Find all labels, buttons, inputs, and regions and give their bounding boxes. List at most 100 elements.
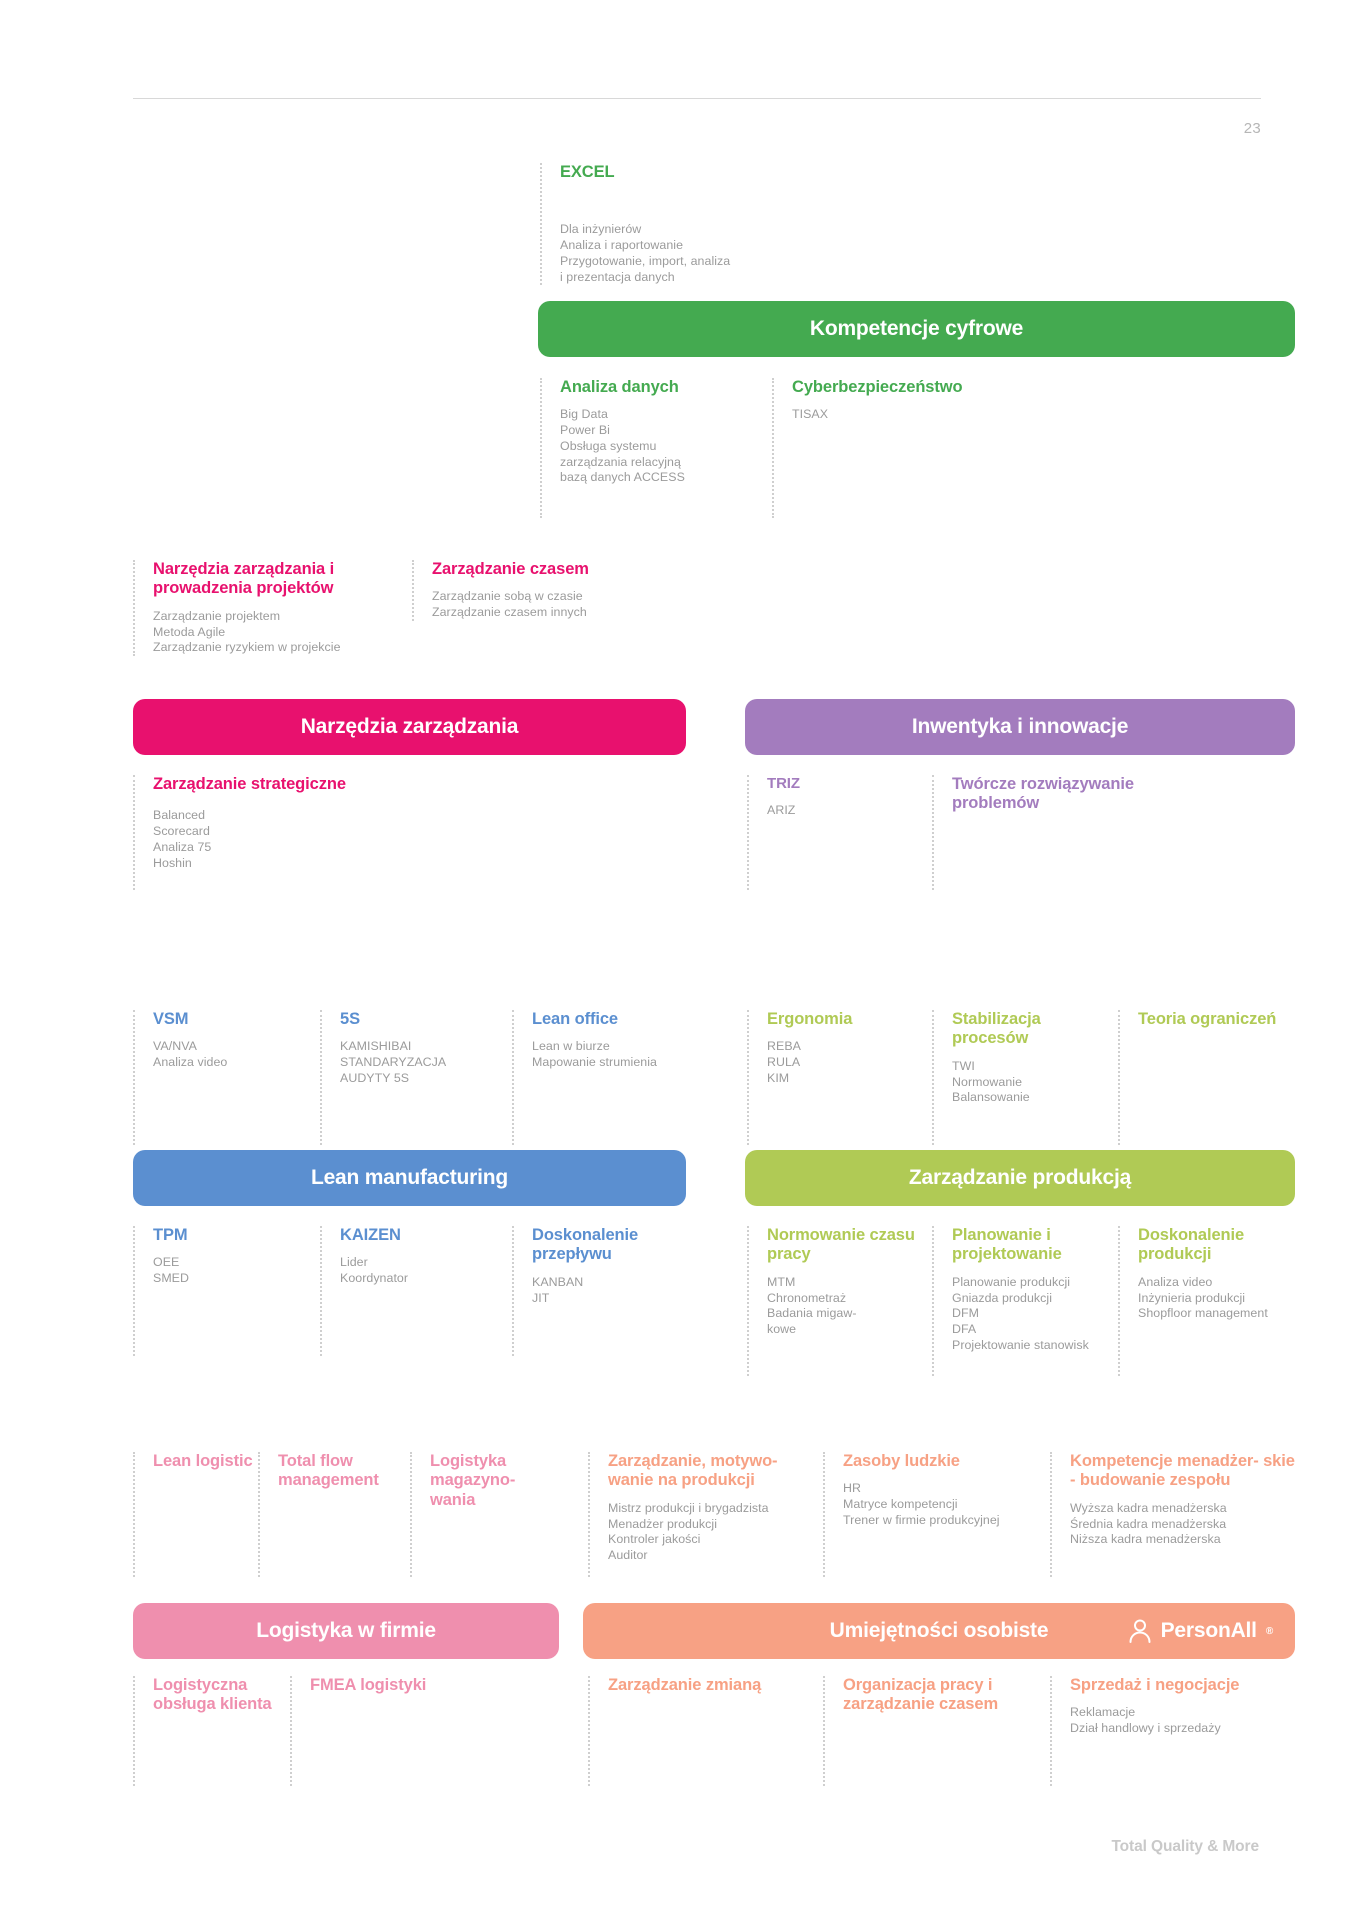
column-total-flow-management: Total flow management bbox=[258, 1452, 403, 1577]
column-title: Zarządzanie czasem bbox=[432, 560, 589, 578]
list-item: Projektowanie stanowisk bbox=[952, 1337, 1089, 1352]
column-title: Total flow management bbox=[278, 1452, 379, 1490]
list-item: Hoshin bbox=[153, 855, 192, 870]
bar-lean-manufacturing[interactable]: Lean manufacturing bbox=[133, 1150, 686, 1206]
list-item: REBA bbox=[767, 1039, 801, 1054]
list-item: Inżynieria produkcji bbox=[1138, 1290, 1246, 1305]
column-items: ARIZ bbox=[767, 803, 927, 819]
column-title: Analiza danych bbox=[560, 378, 679, 396]
list-item: Koordynator bbox=[340, 1271, 409, 1286]
header-rule bbox=[133, 98, 1261, 99]
column-items: Lean w biurze Mapowanie strumienia bbox=[532, 1039, 697, 1071]
column-zarzadzanie-czasem: Zarządzanie czasem Zarządzanie sobą w cz… bbox=[412, 560, 662, 621]
bar-inwentyka-i-innowacje[interactable]: Inwentyka i innowacje bbox=[745, 699, 1295, 755]
list-item: Normowanie bbox=[952, 1074, 1023, 1089]
list-item: SMED bbox=[153, 1271, 189, 1286]
column-items: Big Data Power Bi Obsługa systemu zarząd… bbox=[560, 407, 770, 486]
bar-label: Logistyka w firmie bbox=[256, 1619, 436, 1642]
column-zarzadzanie-zmiana: Zarządzanie zmianą bbox=[588, 1676, 788, 1786]
list-item: Balanced bbox=[153, 808, 206, 823]
column-items: Wyższa kadra menadżerska Średnia kadra m… bbox=[1070, 1501, 1300, 1548]
list-item: Obsługa systemu bbox=[560, 438, 657, 453]
list-item: Analiza 75 bbox=[153, 839, 212, 854]
page-number: 23 bbox=[1243, 120, 1261, 137]
list-item: Mapowanie strumienia bbox=[532, 1055, 657, 1070]
list-item: Średnia kadra menadżerska bbox=[1070, 1516, 1227, 1531]
column-title: Normowanie czasu pracy bbox=[767, 1226, 915, 1264]
list-item: Analiza i raportowanie bbox=[560, 238, 684, 253]
list-item: MTM bbox=[767, 1274, 796, 1289]
list-item: RULA bbox=[767, 1055, 801, 1070]
column-title: Zasoby ludzkie bbox=[843, 1452, 960, 1470]
list-item: Menadżer produkcji bbox=[608, 1516, 718, 1531]
bar-logistyka-w-firmie[interactable]: Logistyka w firmie bbox=[133, 1603, 559, 1659]
column-title: Logistyka magazyno- wania bbox=[430, 1452, 516, 1509]
column-normowanie-czasu-pracy: Normowanie czasu pracy MTM Chronometraż … bbox=[747, 1226, 927, 1376]
column-tworcze-rozwiazywanie: Twórcze rozwiązywanie problemów bbox=[932, 775, 1182, 890]
column-title: 5S bbox=[340, 1010, 360, 1028]
list-item: Auditor bbox=[608, 1548, 648, 1563]
column-stabilizacja-procesow: Stabilizacja procesów TWI Normowanie Bal… bbox=[932, 1010, 1112, 1145]
list-item: VA/NVA bbox=[153, 1039, 197, 1054]
column-title: Ergonomia bbox=[767, 1010, 853, 1028]
column-ergonomia: Ergonomia REBA RULA KIM bbox=[747, 1010, 927, 1145]
list-item: kowe bbox=[767, 1322, 797, 1337]
column-title: Logistyczna obsługa klienta bbox=[153, 1676, 272, 1714]
list-item: STANDARYZACJA bbox=[340, 1055, 447, 1070]
column-items: Balanced Scorecard Analiza 75 Hoshin bbox=[153, 808, 383, 871]
column-logistyka-magazynowania: Logistyka magazyno- wania bbox=[410, 1452, 550, 1577]
bar-label: Zarządzanie produkcją bbox=[908, 1166, 1132, 1189]
list-item: Scorecard bbox=[153, 824, 210, 839]
list-item: Lean w biurze bbox=[532, 1039, 610, 1054]
column-items: TWI Normowanie Balansowanie bbox=[952, 1059, 1112, 1106]
column-title: Zarządzanie strategiczne bbox=[153, 775, 346, 793]
column-items: VA/NVA Analiza video bbox=[153, 1039, 313, 1071]
list-item: JIT bbox=[532, 1290, 550, 1305]
column-title: Sprzedaż i negocjacje bbox=[1070, 1676, 1240, 1694]
column-title: Stabilizacja procesów bbox=[952, 1010, 1041, 1048]
bar-label: Kompetencje cyfrowe bbox=[809, 317, 1024, 340]
bar-label: Inwentyka i innowacje bbox=[911, 715, 1129, 738]
column-title: Organizacja pracy i zarządzanie czasem bbox=[843, 1676, 999, 1714]
bar-kompetencje-cyfrowe[interactable]: Kompetencje cyfrowe bbox=[538, 301, 1295, 357]
list-item: KAMISHIBAI bbox=[340, 1039, 412, 1054]
column-title: Kompetencje menadżer- skie - budowanie z… bbox=[1070, 1452, 1295, 1490]
column-teoria-ograniczen: Teoria ograniczeń bbox=[1118, 1010, 1298, 1145]
column-narzedzia-projekty: Narzędzia zarządzania i prowadzenia proj… bbox=[133, 560, 383, 657]
bar-narzedzia-zarzadzania[interactable]: Narzędzia zarządzania bbox=[133, 699, 686, 755]
list-item: i prezentacja danych bbox=[560, 269, 675, 284]
list-item: Badania migaw- bbox=[767, 1306, 857, 1321]
column-cyberbezpieczenstwo: Cyberbezpieczeństwo TISAX bbox=[772, 378, 1002, 518]
personall-logo: PersonAll ® bbox=[1128, 1618, 1273, 1644]
column-zarzadzanie-motywowanie: Zarządzanie, motywo- wanie na produkcji … bbox=[588, 1452, 813, 1577]
column-items: Lider Koordynator bbox=[340, 1255, 505, 1287]
list-item: KIM bbox=[767, 1070, 790, 1085]
column-items: Mistrz produkcji i brygadzista Menadżer … bbox=[608, 1501, 813, 1564]
column-title: Twórcze rozwiązywanie problemów bbox=[952, 775, 1134, 813]
list-item: Analiza video bbox=[1138, 1274, 1213, 1289]
list-item: Reklamacje bbox=[1070, 1705, 1136, 1720]
column-items: Dla inżynierów Analiza i raportowanie Pr… bbox=[560, 222, 790, 285]
bar-zarzadzanie-produkcja[interactable]: Zarządzanie produkcją bbox=[745, 1150, 1295, 1206]
column-tpm: TPM OEE SMED bbox=[133, 1226, 313, 1356]
column-items: MTM Chronometraż Badania migaw- kowe bbox=[767, 1275, 927, 1338]
column-zasoby-ludzkie: Zasoby ludzkie HR Matryce kompetencji Tr… bbox=[823, 1452, 1038, 1577]
list-item: Mistrz produkcji i brygadzista bbox=[608, 1500, 769, 1515]
list-item: Power Bi bbox=[560, 423, 610, 438]
bar-umiejetnosci-osobiste[interactable]: Umiejętności osobiste PersonAll ® bbox=[583, 1603, 1295, 1659]
column-organizacja-pracy: Organizacja pracy i zarządzanie czasem bbox=[823, 1676, 1038, 1786]
column-title: KAIZEN bbox=[340, 1226, 401, 1244]
column-sprzedaz-i-negocjacje: Sprzedaż i negocjacje Reklamacje Dział h… bbox=[1050, 1676, 1280, 1786]
bar-label: Umiejętności osobiste bbox=[829, 1619, 1049, 1642]
column-title: Doskonalenie przepływu bbox=[532, 1226, 639, 1264]
list-item: TWI bbox=[952, 1058, 975, 1073]
column-title: Doskonalenie produkcji bbox=[1138, 1226, 1245, 1264]
column-doskonalenie-przeplywu: Doskonalenie przepływu KANBAN JIT bbox=[512, 1226, 697, 1356]
list-item: zarządzania relacyjną bbox=[560, 454, 681, 469]
column-items: Zarządzanie projektem Metoda Agile Zarzą… bbox=[153, 609, 383, 656]
column-items: Planowanie produkcji Gniazda produkcji D… bbox=[952, 1275, 1122, 1354]
list-item: HR bbox=[843, 1481, 861, 1496]
column-planowanie-i-projektowanie: Planowanie i projektowanie Planowanie pr… bbox=[932, 1226, 1122, 1376]
list-item: DFA bbox=[952, 1322, 977, 1337]
